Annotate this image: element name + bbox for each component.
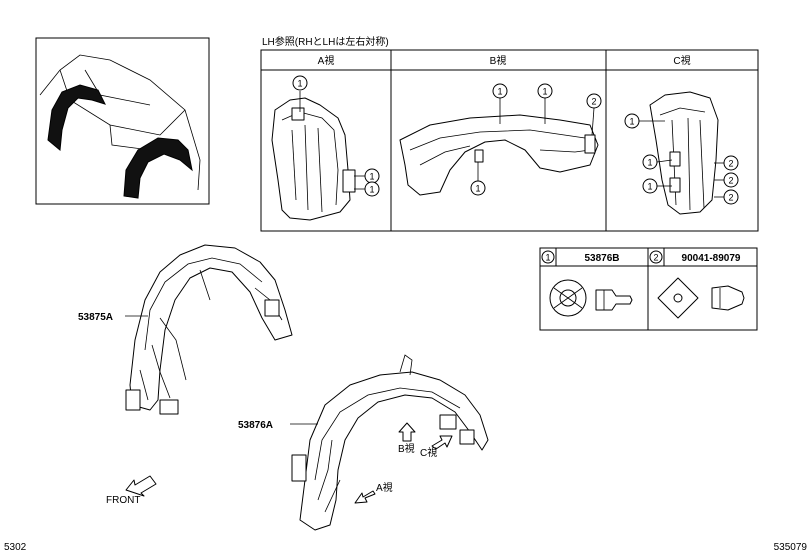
view-a-callouts: 1 1 1 (292, 75, 380, 197)
callout-1-c1: 1 (629, 117, 634, 127)
view-c-callouts: 1 1 1 2 2 2 (624, 113, 739, 205)
page-number-left: 5302 (4, 542, 27, 553)
views-table (260, 49, 759, 232)
symmetry-note: LH参照(RHとLHは左右対称) (262, 35, 389, 48)
view-header-b: B視 (490, 54, 507, 67)
callout-2-c1: 2 (728, 159, 733, 169)
callout-1-b3: 1 (475, 184, 480, 194)
view-arrow-a-label: A視 (376, 481, 393, 494)
callout-1-b1: 1 (497, 87, 502, 97)
fastener-index-1: 1 (545, 253, 550, 263)
callout-2-c2: 2 (728, 176, 733, 186)
callout-2-c3: 2 (728, 193, 733, 203)
fastener-index-2: 2 (653, 253, 658, 263)
callout-1-a2: 1 (369, 172, 374, 182)
view-c-drawing (649, 91, 719, 215)
part-label-53875a: 53875A (78, 312, 113, 323)
callout-1-c3: 1 (647, 182, 652, 192)
view-arrow-c (431, 435, 453, 450)
callout-1-a3: 1 (369, 185, 374, 195)
view-b-drawing (399, 114, 599, 196)
fastener-part-number-1: 53876B (584, 253, 619, 264)
callout-1-a1: 1 (297, 79, 302, 89)
fastener-table (539, 247, 758, 331)
callout-1-c2: 1 (647, 158, 652, 168)
front-fender-liner-upper (125, 244, 293, 415)
rear-fender-liner-lower (291, 354, 489, 531)
fastener-part-number-2: 90041-89079 (682, 253, 741, 264)
view-b-callouts: 1 1 2 1 (470, 83, 602, 196)
view-a-drawing (271, 97, 356, 221)
view-arrow-b (398, 422, 416, 442)
front-arrow-icon (125, 475, 157, 497)
view-header-a: A視 (318, 54, 335, 67)
page-number-right: 535079 (774, 542, 808, 553)
part-label-53876a: 53876A (238, 420, 273, 431)
front-label: FRONT (106, 495, 140, 506)
view-arrow-a (354, 490, 376, 504)
callout-2-b1: 2 (591, 97, 596, 107)
view-arrow-c-label: C視 (420, 446, 437, 459)
overview-inset (35, 37, 210, 205)
view-arrow-b-label: B視 (398, 442, 415, 455)
callout-1-b2: 1 (542, 87, 547, 97)
view-header-c: C視 (673, 54, 690, 67)
